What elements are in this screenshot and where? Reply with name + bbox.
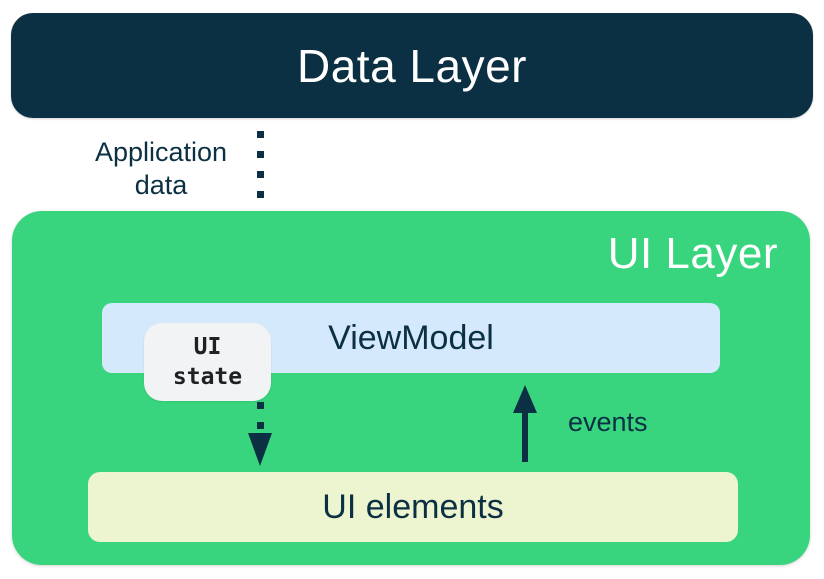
events-arrow-shaft [522, 411, 528, 462]
viewmodel-label: ViewModel [328, 318, 494, 357]
application-data-label: Application data [94, 137, 228, 200]
ui-state-dotted-line [257, 402, 264, 432]
data-layer-label: Data Layer [296, 39, 527, 92]
ui-elements-box: UI elements [88, 472, 738, 542]
arrow-up-icon [513, 385, 537, 413]
ui-elements-label: UI elements [322, 487, 504, 526]
ui-layer-box: UI Layer ViewModel UI state events UI el… [12, 211, 810, 565]
ui-state-chip: UI state [144, 323, 271, 401]
application-data-dotted-line [257, 131, 264, 265]
events-label: events [568, 407, 648, 437]
data-layer-box: Data Layer [11, 13, 813, 118]
ui-layer-label: UI Layer [607, 229, 778, 278]
ui-state-label: UI state [172, 334, 243, 390]
arrow-down-icon [248, 433, 272, 466]
